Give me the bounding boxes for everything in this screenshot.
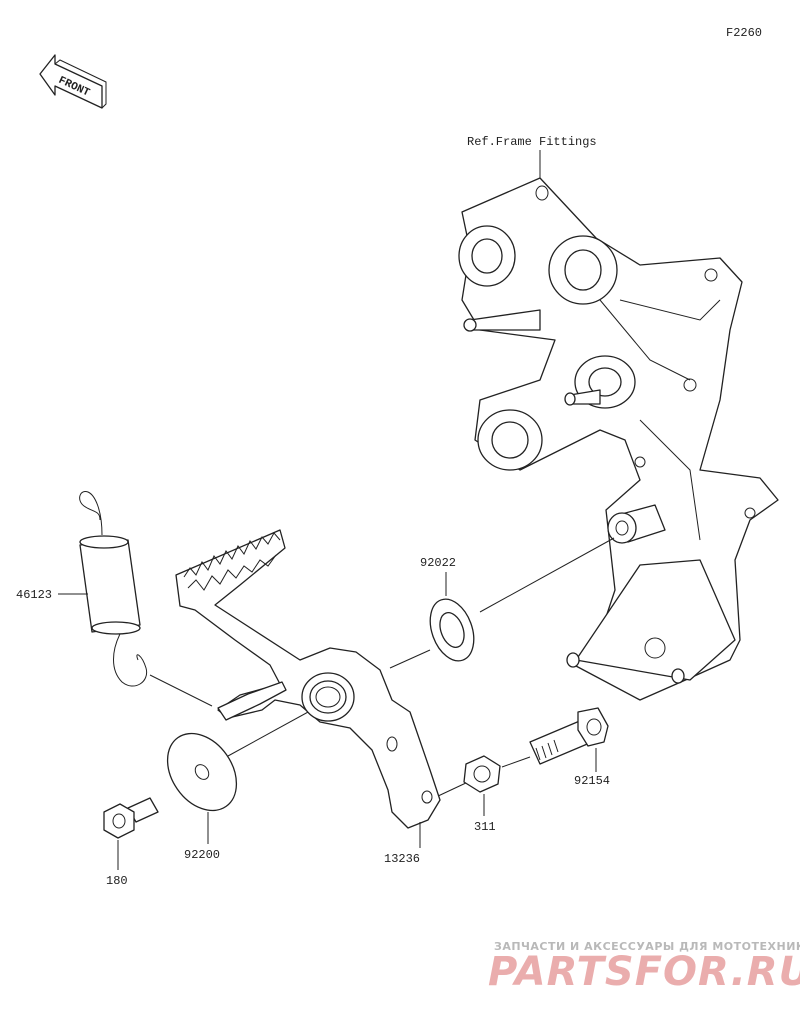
label-washer-upper: 92022 [420, 556, 456, 570]
brake-pedal [175, 529, 441, 829]
front-arrow-icon: FRONT [39, 54, 107, 109]
watermark-tagline: ЗАПЧАСТИ И АКСЕССУАРЫ ДЛЯ МОТОТЕХНИКИ [494, 940, 800, 953]
return-spring [79, 491, 148, 687]
label-bolt-short: 180 [106, 874, 128, 888]
leader-bolt-nut [501, 756, 531, 768]
label-spring: 46123 [16, 588, 52, 602]
nut [463, 755, 501, 793]
label-nut: 311 [474, 820, 496, 834]
leader-spring-pedal [149, 674, 213, 707]
label-bolt-long: 92154 [574, 774, 610, 788]
long-bolt [529, 707, 609, 765]
upper-washer [429, 598, 475, 662]
diagram-code: F2260 [726, 26, 762, 40]
short-bolt [103, 797, 159, 839]
watermark-brand: PARTSFOR.RU [488, 949, 800, 995]
reference-label: Ref.Frame Fittings [467, 135, 597, 149]
large-washer [166, 732, 238, 812]
leader-shaft-washer [479, 537, 615, 613]
frame-fitting [458, 177, 779, 701]
leader-nut-pedal [435, 781, 469, 798]
leader-washer-pedal [389, 649, 431, 669]
label-washer-large: 92200 [184, 848, 220, 862]
label-pedal: 13236 [384, 852, 420, 866]
